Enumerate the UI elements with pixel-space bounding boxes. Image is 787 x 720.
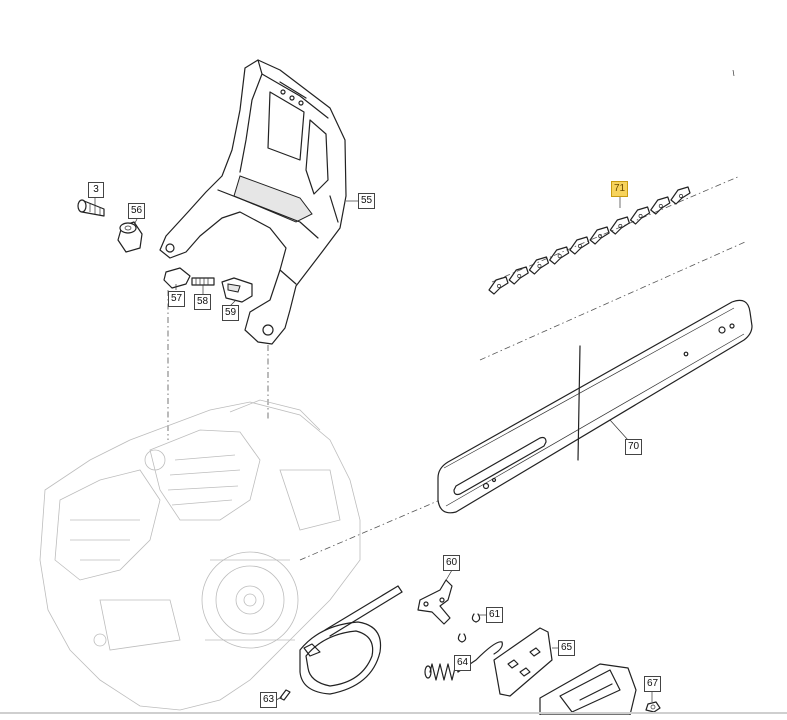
brake-band-part	[299, 585, 403, 695]
chain-rivet	[577, 244, 582, 248]
callout-61[interactable]: 61	[486, 607, 504, 623]
callout-64[interactable]: 64	[454, 655, 472, 671]
chain-rivet	[638, 214, 643, 218]
chain-link	[549, 246, 570, 265]
chain-rivet	[517, 274, 522, 278]
callout-55[interactable]: 55	[358, 193, 376, 209]
chain-link	[650, 196, 671, 215]
chain-link	[508, 266, 529, 285]
chain-link	[528, 256, 550, 275]
callout-3[interactable]: 3	[88, 182, 104, 198]
cover-part-bottom	[539, 663, 637, 716]
chain-rivet	[537, 264, 542, 268]
hand-guard-part	[159, 59, 347, 345]
parts-57-58-59	[163, 267, 253, 303]
screw-part	[77, 199, 105, 217]
chain-rivet	[658, 204, 663, 208]
pin-part-63	[279, 689, 291, 701]
plate-part-65	[493, 627, 553, 697]
engine-housing-ghost	[39, 399, 361, 711]
callout-65[interactable]: 65	[558, 640, 576, 656]
chain-link	[589, 226, 610, 245]
callout-70[interactable]: 70	[625, 439, 643, 455]
callout-58[interactable]: 58	[194, 294, 212, 310]
guide-bar-part	[437, 299, 753, 514]
corner-mark	[732, 69, 735, 77]
clip-part-61	[457, 613, 481, 643]
callout-57[interactable]: 57	[168, 291, 186, 307]
callout-67[interactable]: 67	[644, 676, 662, 692]
callout-60[interactable]: 60	[443, 555, 461, 571]
chain-rivet	[557, 254, 562, 258]
chain-link	[488, 276, 509, 295]
sleeve-part	[117, 221, 143, 253]
callout-56[interactable]: 56	[128, 203, 146, 219]
callout-59[interactable]: 59	[222, 305, 240, 321]
chain-rivet	[618, 224, 623, 228]
callout-71[interactable]: 71	[611, 181, 629, 197]
callout-63[interactable]: 63	[260, 692, 278, 708]
chain-link	[670, 186, 691, 205]
nut-part-67	[645, 701, 661, 713]
chain-link	[569, 236, 590, 255]
chain-link	[629, 206, 651, 225]
chain-rivet	[497, 284, 501, 288]
saw-chain-part	[488, 186, 691, 295]
leader-lines	[94, 197, 653, 702]
chain-rivet	[679, 194, 683, 198]
chain-rivet	[598, 234, 603, 238]
lever-part-60	[417, 579, 453, 625]
chain-link	[609, 216, 630, 235]
